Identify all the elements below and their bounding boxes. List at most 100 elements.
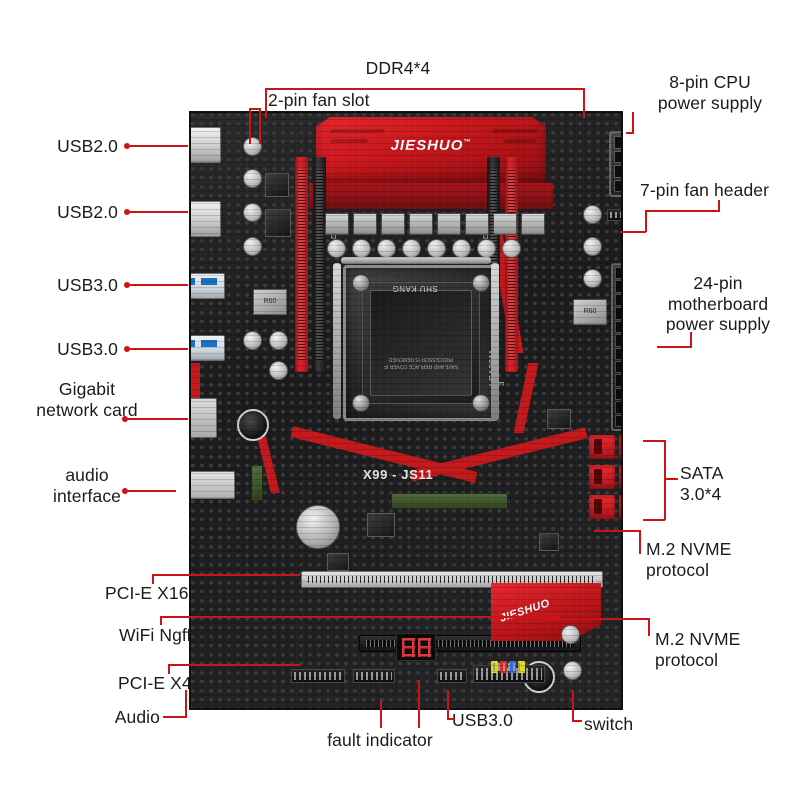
heatsink-brand-label: JIESHUO™ [390, 137, 472, 154]
m2-wifi-ngff-slot [251, 465, 263, 501]
dimm-slot-2 [313, 157, 326, 372]
callout-2pin-fan-slot: 2-pin fan slot [268, 90, 370, 110]
board-model-silkscreen: X99 - JS11 [363, 467, 434, 482]
cpu-socket-lga2011-3: SAVE AND REPLACE COVER IF PROCESSOR IS R… [343, 265, 506, 421]
leader-fan7-h-top [645, 210, 720, 212]
sata-port-2 [619, 435, 621, 459]
sata-port-6 [619, 495, 621, 519]
regulator-chip-right: R60 [573, 299, 607, 325]
rj45-ethernet-port [191, 398, 217, 438]
leader-fan7-v-left [645, 210, 647, 232]
callout-pcie-x4: PCI-E X4 [118, 673, 192, 693]
leader-m2-upper-v [639, 530, 641, 554]
callout-audio-interface: audio interface [52, 465, 122, 506]
sata-port-4 [619, 465, 621, 489]
bottom-header-a [353, 669, 395, 683]
chipset-heatsink-brand: JIESHUO [498, 597, 552, 625]
motherboard-image: JIESHUO™ R60 DDR4 DDR4 [190, 112, 622, 709]
leader-m2-lower-v [648, 618, 650, 636]
audio-jack-panel [191, 471, 235, 499]
leader-sata-h-top [643, 440, 665, 442]
leader-usb20-second [130, 211, 188, 213]
dimm-slot-4 [505, 157, 518, 372]
usb2-port-top [191, 127, 221, 163]
leader-audio-interface [128, 490, 176, 492]
leader-dot-audio-interface [122, 488, 128, 494]
callout-fault-indicator: fault indicator [327, 730, 433, 750]
leader-dot-lan [122, 416, 128, 422]
usb3-port-third [191, 273, 225, 299]
callout-24pin-power: 24-pin motherboard power supply [665, 273, 771, 335]
fan-header-round-left [237, 409, 269, 441]
m2-nvme-slot-upper [391, 493, 508, 509]
callout-gigabit-network-card: Gigabit network card [36, 379, 138, 420]
leader-fan7-h-bottom [620, 231, 646, 233]
callout-ddr4-x4: DDR4*4 [365, 58, 431, 78]
leader-wifi-ngff-h [160, 616, 560, 618]
callout-usb20-second: USB2.0 [57, 202, 118, 222]
callout-wifi-ngff: WiFi Ngff [119, 625, 192, 645]
callout-usb30-third: USB3.0 [57, 275, 118, 295]
fault-indicator-display [396, 633, 436, 661]
leader-ddr4-v-right [583, 88, 585, 118]
usb2-port-second [191, 201, 221, 237]
leader-wifi-ngff-v [160, 616, 162, 625]
usb3-port-fourth [191, 335, 225, 361]
sata-port-5 [589, 495, 615, 519]
leader-dot-usb30-third [124, 282, 130, 288]
callout-7pin-fan-header: 7-pin fan header [640, 180, 770, 200]
leader-pcie-x4-v [168, 664, 170, 674]
leader-usb30-hdr-v [447, 690, 449, 720]
leader-cpu8-h [626, 132, 634, 134]
leader-pcie-x4-h [168, 664, 300, 666]
leader-fault-v-b [418, 680, 420, 728]
callout-cpu-8pin-power: 8-pin CPU power supply [657, 72, 763, 113]
sata-port-3 [589, 465, 615, 489]
callout-front-panel-switch: switch [584, 714, 634, 734]
sata-port-1 [589, 435, 615, 459]
leader-dot-usb20-second [124, 209, 130, 215]
leader-atx24-h [657, 346, 691, 348]
leader-usb20-top [130, 145, 188, 147]
vrm-heatsink-top: JIESHUO™ [316, 117, 546, 185]
leader-fan2pin-v1 [249, 108, 251, 144]
socket-cover-brand: SHU KANG [392, 284, 438, 293]
cpu-8pin-power-connector [609, 131, 621, 197]
callout-usb30-header: USB3.0 [452, 710, 513, 730]
callout-usb20-top: USB2.0 [57, 136, 118, 156]
leader-switch-h [572, 720, 582, 722]
leader-fan2pin-v2 [259, 108, 261, 144]
callout-m2-nvme-lower: M.2 NVME protocol [655, 629, 741, 670]
leader-switch-v [572, 690, 574, 722]
cmos-battery [296, 505, 340, 549]
leader-sata-h [664, 478, 678, 480]
leader-lan [128, 418, 188, 420]
leader-m2-upper-h [594, 530, 640, 532]
leader-audio-header-h [163, 716, 187, 718]
chipset-heatsink-bottom: JIESHUO [491, 583, 601, 641]
leader-dot-usb30-fourth [124, 346, 130, 352]
fan-7pin-header-connector [607, 209, 621, 221]
leader-cpu8-v [632, 112, 634, 134]
dimm-slot-1 [295, 157, 308, 372]
callout-audio-header: Audio [114, 707, 160, 727]
leader-fault-v-a [380, 700, 382, 728]
leader-sata-v [664, 440, 666, 520]
cpu-socket-cover: SAVE AND REPLACE COVER IF PROCESSOR IS R… [370, 290, 472, 396]
callout-pcie-x16: PCI-E X16 [105, 583, 189, 603]
leader-dot-usb20-top [124, 143, 130, 149]
leader-fan7-v-right [718, 200, 720, 211]
front-audio-header [291, 669, 345, 683]
leader-atx24-v [690, 332, 692, 348]
callout-usb30-fourth: USB3.0 [57, 339, 118, 359]
voltage-regulator-chip: R60 [253, 289, 287, 315]
leader-sata-h-bottom [643, 519, 665, 521]
bottom-header-b [437, 669, 467, 683]
callout-sata-ports: SATA 3.0*4 [680, 463, 724, 504]
leader-usb30-hdr-h [447, 718, 455, 720]
leader-fan2pin-h [249, 108, 259, 110]
leader-usb30-fourth [130, 348, 188, 350]
leader-m2-lower-h [528, 618, 650, 620]
callout-m2-nvme-upper: M.2 NVME protocol [646, 539, 732, 580]
